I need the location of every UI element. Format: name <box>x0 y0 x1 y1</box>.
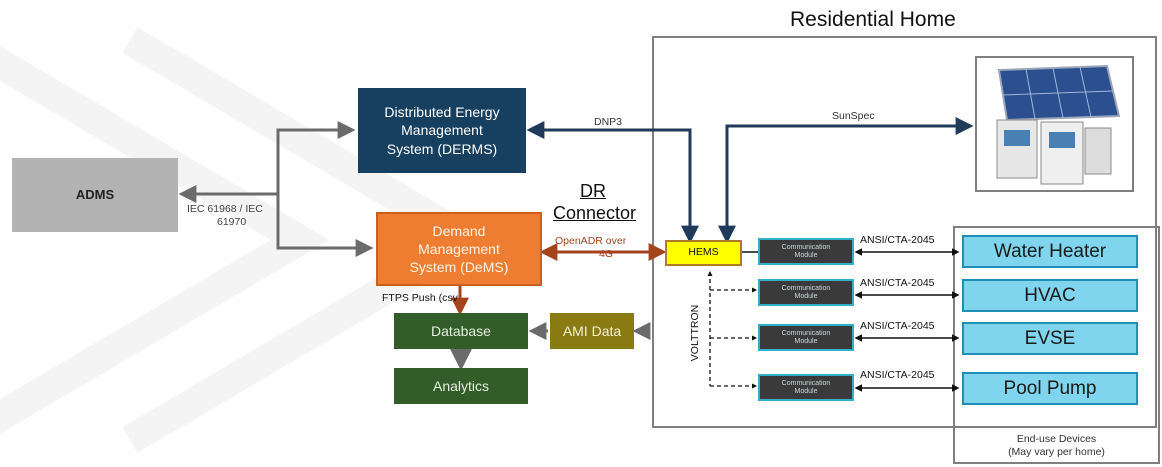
dr-connector-line1: DR <box>580 181 606 201</box>
derms-label-line1: Distributed Energy <box>384 104 500 121</box>
comm-module-sublabel: Module <box>794 337 818 345</box>
device-hvac: HVAC <box>962 279 1138 312</box>
comm-module-sublabel: Module <box>794 251 818 259</box>
ansi-label-pool-pump: ANSI/CTA-2045 <box>860 369 935 381</box>
device-label: HVAC <box>1024 284 1076 306</box>
residential-home-title: Residential Home <box>790 8 956 31</box>
ami-data-box: AMI Data <box>550 313 634 349</box>
iec-label-line1: IEC 61968 / IEC <box>187 203 263 215</box>
comm-module-label: Communication <box>781 243 831 251</box>
adms-label: ADMS <box>75 186 115 202</box>
solar-panel-image-frame <box>975 56 1134 192</box>
dr-connector-line2: Connector <box>553 203 637 223</box>
ansi-label-hvac: ANSI/CTA-2045 <box>860 277 935 289</box>
device-label: Water Heater <box>993 240 1107 262</box>
comm-module-label: Communication <box>781 379 831 387</box>
device-label: EVSE <box>1024 327 1076 349</box>
dems-label-line2: Management <box>418 240 500 257</box>
database-label: Database <box>431 322 491 339</box>
device-label: Pool Pump <box>1003 377 1097 399</box>
device-pool-pump: Pool Pump <box>962 372 1138 405</box>
hems-label: HEMS <box>688 246 719 259</box>
derms-box: Distributed Energy Management System (DE… <box>358 88 526 173</box>
comm-module-label: Communication <box>781 284 831 292</box>
end-use-caption-line2: (May vary per home) <box>1008 446 1105 458</box>
device-water-heater: Water Heater <box>962 235 1138 268</box>
openadr-label-line2: 4G <box>599 248 614 260</box>
end-use-caption: End-use Devices (May vary per home) <box>953 433 1160 459</box>
sunspec-label: SunSpec <box>832 110 875 122</box>
derms-label-line3: System (DERMS) <box>386 140 498 157</box>
derms-label-line2: Management <box>401 122 483 139</box>
comm-module-sublabel: Module <box>794 292 818 300</box>
dems-label-line1: Demand <box>432 222 486 239</box>
dems-box: Demand Management System (DeMS) <box>376 212 542 286</box>
solar-inverter-icon <box>996 64 1121 185</box>
openadr-label-line1: OpenADR over <box>555 235 627 247</box>
comm-module-label: Communication <box>781 329 831 337</box>
ansi-label-evse: ANSI/CTA-2045 <box>860 320 935 332</box>
iec-label-line2: 61970 <box>217 216 247 228</box>
analytics-box: Analytics <box>394 368 528 404</box>
hems-box: HEMS <box>665 240 742 266</box>
device-evse: EVSE <box>962 322 1138 355</box>
database-box: Database <box>394 313 528 349</box>
adms-box: ADMS <box>12 158 178 232</box>
analytics-label: Analytics <box>432 377 490 394</box>
dnp3-label: DNP3 <box>594 116 623 128</box>
end-use-devices-boundary <box>953 226 1160 464</box>
dems-label-line3: System (DeMS) <box>409 259 509 276</box>
end-use-caption-line1: End-use Devices <box>1016 433 1097 445</box>
ansi-label-water-heater: ANSI/CTA-2045 <box>860 234 935 246</box>
ami-data-label: AMI Data <box>562 322 622 339</box>
ftps-label: FTPS Push (csv <box>382 292 458 304</box>
volttron-label: VOLTTRON <box>689 304 702 362</box>
comm-module-sublabel: Module <box>794 387 818 395</box>
